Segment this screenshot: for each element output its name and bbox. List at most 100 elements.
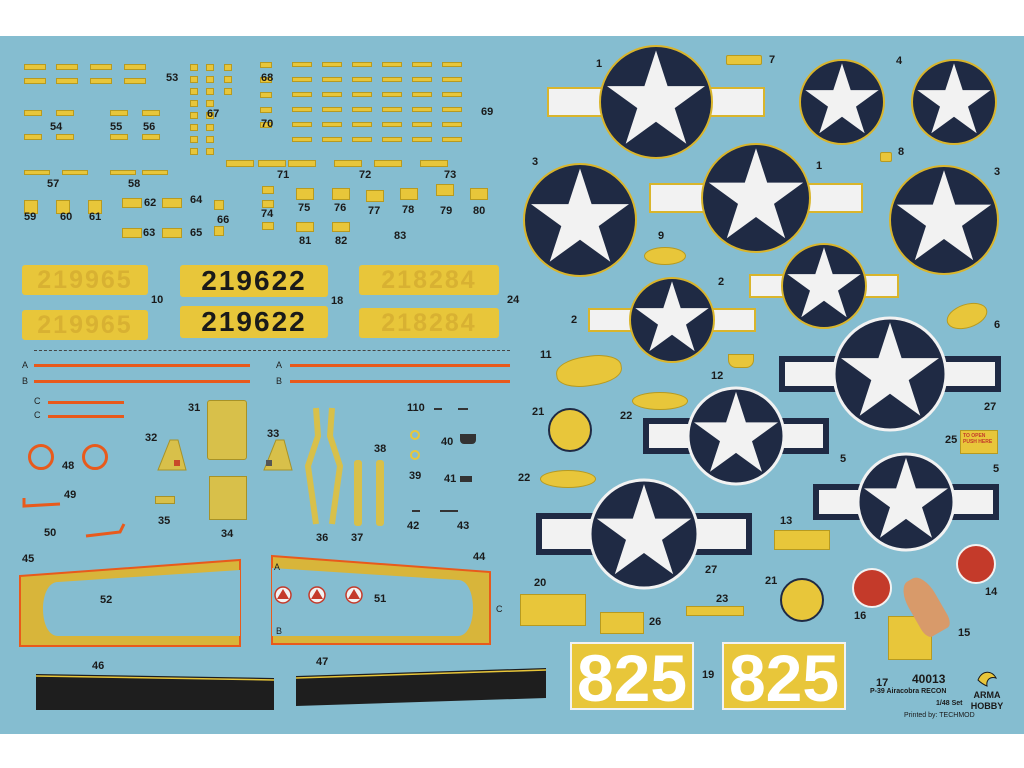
stripe-c2	[48, 415, 124, 418]
decal-22-bottom	[540, 470, 596, 488]
stencil-block	[412, 92, 432, 97]
stencil-block	[352, 122, 372, 127]
stencil-block	[352, 77, 372, 82]
stencil-block	[296, 188, 314, 200]
stripe-b-right	[290, 380, 510, 383]
stencil-block	[260, 77, 272, 83]
decal-number-5-a: 5	[840, 453, 847, 465]
serial-219965-top: 219965	[22, 265, 148, 295]
stencil-block	[56, 200, 70, 214]
stencil-block	[206, 148, 214, 155]
decal-number-15: 15	[958, 627, 971, 639]
decal-number-19: 19	[702, 669, 715, 681]
us-star-insignia	[799, 59, 885, 145]
decal-number-49: 49	[64, 489, 77, 501]
anti-glare-panel-46	[35, 674, 275, 710]
decal-number-43: 43	[457, 520, 470, 532]
gauge-40	[460, 434, 476, 444]
decal-number-53: 53	[166, 72, 179, 84]
stencil-block	[262, 222, 274, 230]
decal-number-66: 66	[217, 214, 230, 226]
stencil-block	[24, 134, 42, 140]
stencil-block	[190, 136, 198, 143]
nose-art-9	[644, 247, 686, 265]
code-825-left: 825	[570, 642, 694, 712]
decal-number-54: 54	[50, 121, 63, 133]
stencil-block	[382, 77, 402, 82]
stencil-block	[110, 170, 136, 175]
stencil-block	[260, 107, 272, 113]
stencil-block	[224, 64, 232, 71]
mascot-badge-21-left	[548, 408, 592, 452]
stencil-block	[412, 62, 432, 67]
red-strips-49-50	[22, 498, 126, 538]
stencil-block	[190, 64, 198, 71]
code-825-right: 825	[722, 642, 846, 712]
stripe-label-b-left: B	[22, 376, 29, 386]
instrument-panel-31	[207, 400, 247, 460]
decal-number-64: 64	[190, 194, 203, 206]
brand-bird-icon	[977, 671, 997, 687]
decal-number-77: 77	[368, 205, 381, 217]
decal-number-46: 46	[92, 660, 105, 672]
decal-number-2-left: 2	[571, 314, 578, 326]
decal-number-38: 38	[374, 443, 387, 455]
decal-number-50: 50	[44, 527, 57, 539]
decal-number-1: 1	[816, 160, 823, 172]
gauge-39b	[410, 450, 420, 460]
decal-number-4: 4	[896, 55, 903, 67]
stencil-block	[124, 64, 146, 70]
stencil-block	[332, 188, 350, 200]
decal-number-82: 82	[335, 235, 348, 247]
decal-number-37: 37	[351, 532, 364, 544]
decal-23	[686, 606, 744, 616]
decal-number-47: 47	[316, 656, 329, 668]
decal-number-1-top: 1	[596, 58, 603, 70]
us-star-insignia	[588, 277, 756, 363]
serial-219622-top: 219622	[180, 265, 328, 297]
yellow-panel-right	[271, 554, 491, 645]
stencil-block	[322, 92, 342, 97]
decal-number-76: 76	[334, 202, 347, 214]
stripe-label-a-right: A	[276, 360, 283, 370]
stencil-block	[412, 137, 432, 142]
stencil-block	[366, 190, 384, 202]
serial-218284-top: 218284	[359, 265, 499, 295]
stencil-block	[214, 200, 224, 210]
stencil-block	[322, 77, 342, 82]
decal-number-23: 23	[716, 593, 729, 605]
decal-26	[600, 612, 644, 634]
anti-glare-panel-47	[295, 668, 547, 706]
stencil-block	[190, 148, 198, 155]
seat-belt-36	[304, 407, 344, 525]
serial-219622-bottom: 219622	[180, 306, 328, 338]
decal-number-40: 40	[441, 436, 454, 448]
decal-number-72: 72	[359, 169, 372, 181]
stencil-block	[470, 188, 488, 200]
stencil-block	[352, 107, 372, 112]
stencil-block	[142, 170, 168, 175]
stencil-block	[190, 100, 198, 107]
decal-25-text: TO OPEN PUSH HERE	[963, 433, 993, 445]
stencil-block	[226, 160, 254, 167]
stencil-block	[162, 228, 182, 238]
stencil-block	[332, 222, 350, 232]
decal-number-39: 39	[409, 470, 422, 482]
decal-number-16: 16	[854, 610, 867, 622]
stripe-label-c1: C	[34, 396, 41, 406]
us-star-insignia	[536, 478, 752, 590]
stencil-block	[110, 134, 128, 140]
stencil-block	[292, 122, 312, 127]
decal-number-14: 14	[985, 586, 998, 598]
stencil-block	[352, 92, 372, 97]
stencil-block	[382, 92, 402, 97]
stencil-block	[224, 88, 232, 95]
stencil-block	[142, 110, 160, 116]
stencil-block	[260, 62, 272, 68]
stencil-block	[24, 64, 46, 70]
stencil-block	[262, 186, 274, 194]
stencil-block	[412, 122, 432, 127]
decal-20	[520, 594, 586, 626]
stencil-block	[206, 124, 214, 131]
stripe-label-b-right: B	[276, 376, 283, 386]
